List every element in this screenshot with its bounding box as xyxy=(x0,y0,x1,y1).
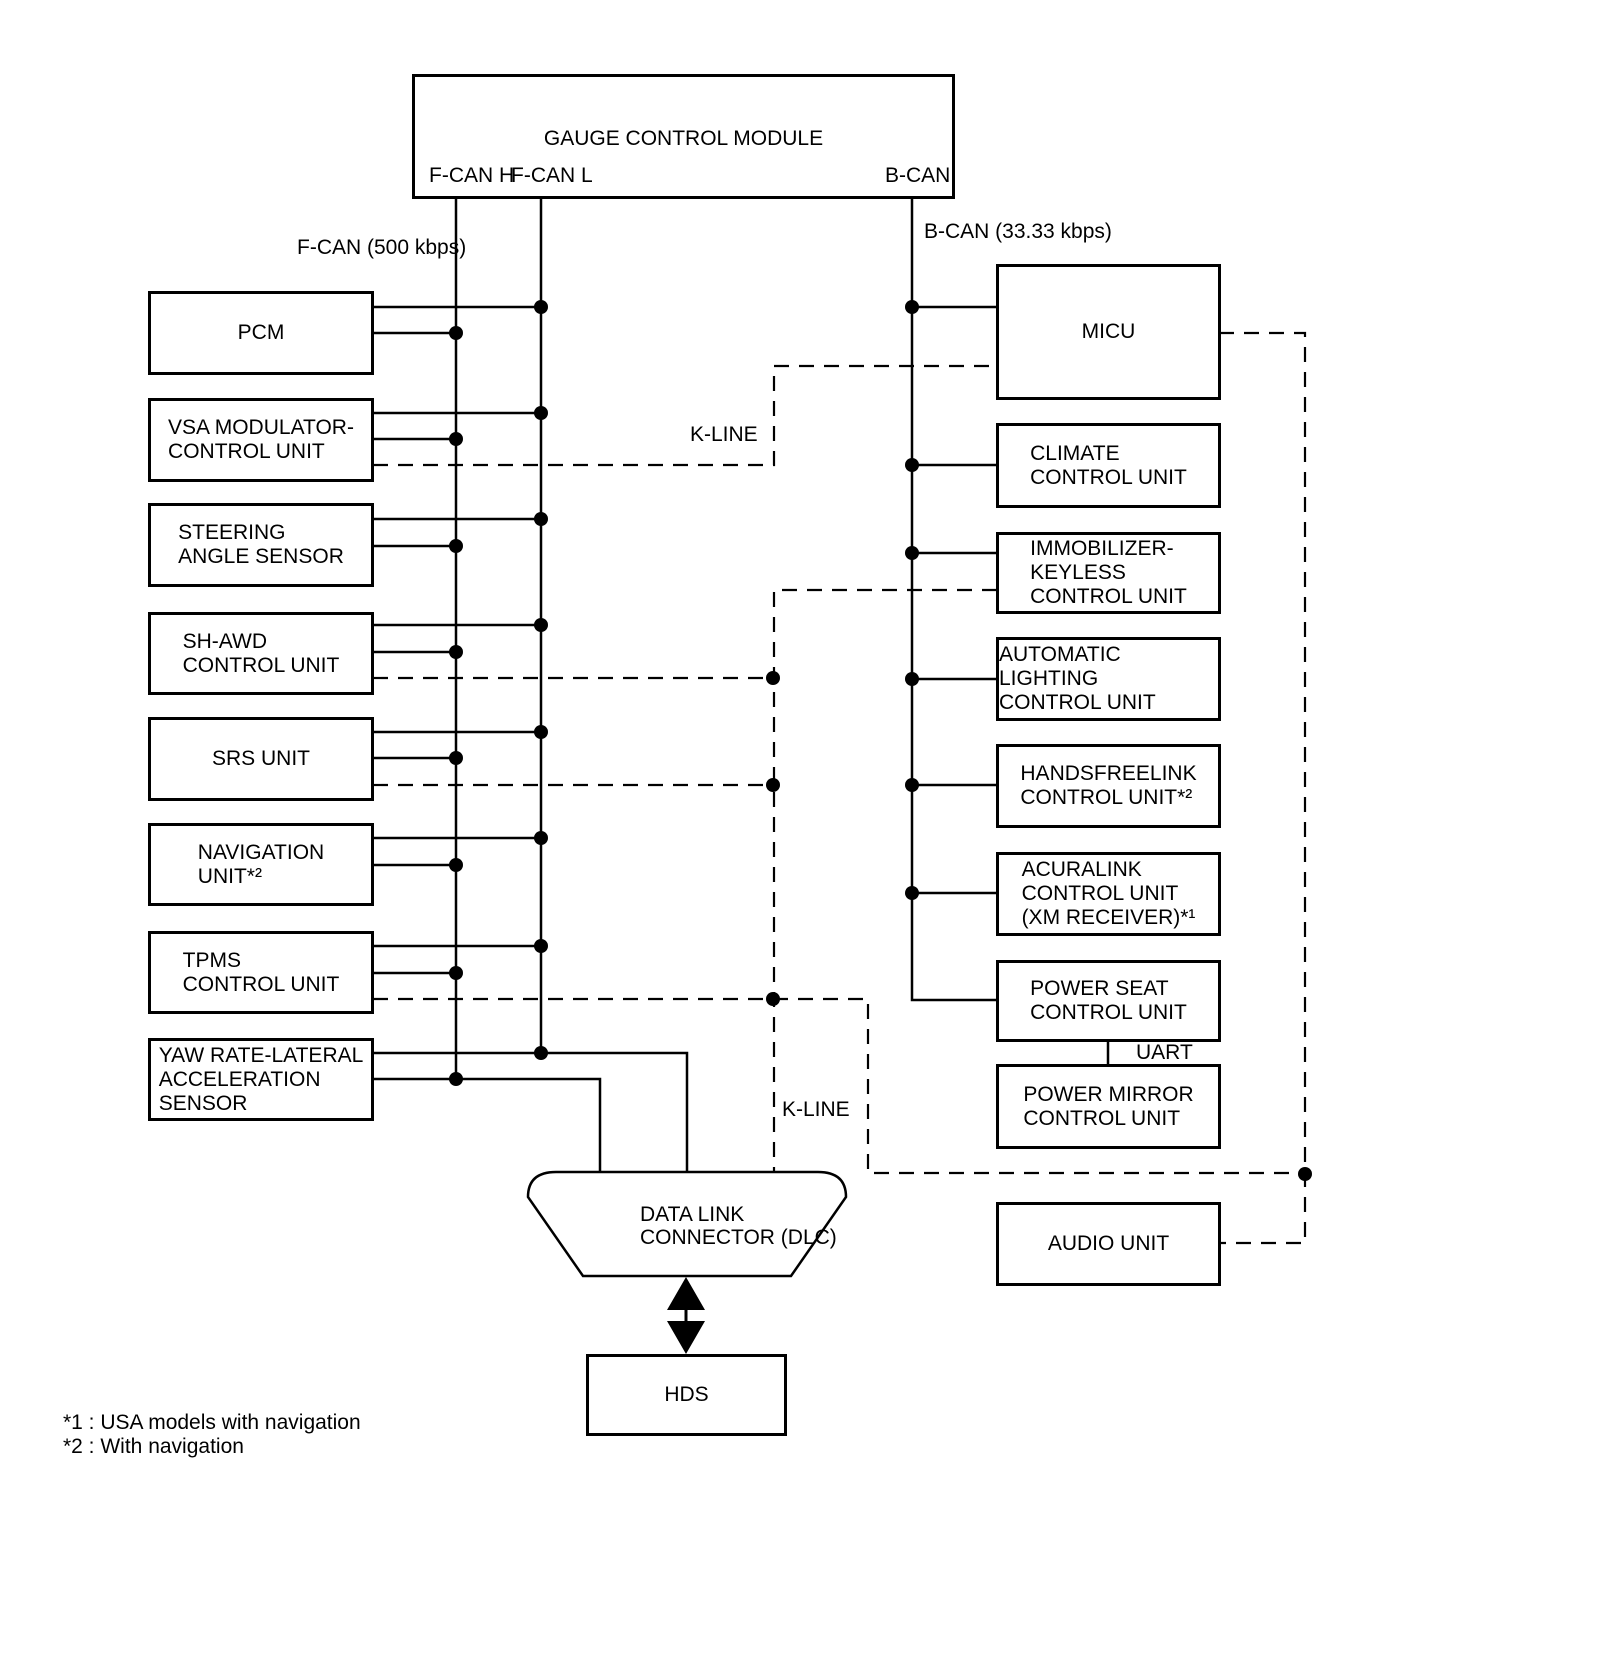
yaw-fcanl-dlc-wire xyxy=(373,1051,689,1172)
node-tpms-control-unit: TPMS CONTROL UNIT xyxy=(148,931,374,1014)
node-audio-unit: AUDIO UNIT xyxy=(996,1202,1221,1286)
node-label: SRS UNIT xyxy=(211,747,310,770)
node-handsfreelink-control-unit: HANDSFREELINK CONTROL UNIT*² xyxy=(996,744,1221,828)
node-power-seat-control-unit: POWER SEAT CONTROL UNIT xyxy=(996,960,1221,1042)
node-steering-angle-sensor: STEERING ANGLE SENSOR xyxy=(148,503,374,587)
node-yaw-rate-lateral-acceleration-sensor: YAW RATE-LATERAL ACCELERATION SENSOR xyxy=(148,1038,374,1121)
node-hds: HDS xyxy=(586,1354,787,1436)
node-label: PCM xyxy=(237,321,285,344)
node-label: AUDIO UNIT xyxy=(1047,1232,1170,1255)
fcan-bus-label: F-CAN (500 kbps) xyxy=(297,236,467,259)
bcan-bus-label: B-CAN (33.33 kbps) xyxy=(924,220,1112,243)
node-label: CLIMATE CONTROL UNIT xyxy=(1030,441,1187,489)
kline-micu-audio-wire xyxy=(1219,331,1307,1245)
footnote-2: *2 : With navigation xyxy=(63,1435,244,1458)
arrowhead-up xyxy=(667,1277,705,1310)
node-label: HDS xyxy=(664,1383,709,1406)
node-acuralink-control-unit: ACURALINK CONTROL UNIT (XM RECEIVER)*¹ xyxy=(996,852,1221,936)
node-label: POWER MIRROR CONTROL UNIT xyxy=(1023,1082,1194,1130)
kline-immobilizer-dlc-wire xyxy=(772,588,997,1172)
node-immobilizer-keyless-control-unit: IMMOBILIZER- KEYLESS CONTROL UNIT xyxy=(996,532,1221,614)
right-node-connectors xyxy=(912,305,1110,1065)
bcan-bus-line xyxy=(910,199,997,1002)
dlc-connector-label: DATA LINK CONNECTOR (DLC) xyxy=(640,1203,837,1249)
port-label-fcan-l: F-CAN L xyxy=(511,164,593,187)
uart-label: UART xyxy=(1136,1041,1193,1064)
node-label: YAW RATE-LATERAL ACCELERATION SENSOR xyxy=(158,1043,364,1115)
node-label: NAVIGATION UNIT*² xyxy=(197,840,325,888)
node-automatic-lighting-control-unit: AUTOMATIC LIGHTING CONTROL UNIT xyxy=(996,637,1221,721)
port-label-bcan: B-CAN xyxy=(885,164,951,187)
node-vsa-modulator-control-unit: VSA MODULATOR- CONTROL UNIT xyxy=(148,398,374,482)
kline-vsa-micu-wire xyxy=(373,364,997,467)
node-label: SH-AWD CONTROL UNIT xyxy=(182,629,340,677)
node-climate-control-unit: CLIMATE CONTROL UNIT xyxy=(996,423,1221,508)
node-label: MICU xyxy=(1081,320,1136,343)
left-node-connectors xyxy=(373,305,689,1172)
dlc-connector-shape xyxy=(526,1170,848,1278)
yaw-fcanh-dlc-wire xyxy=(373,1077,602,1172)
kline-dashed-wires xyxy=(373,331,1307,1245)
node-gauge-control-module: GAUGE CONTROL MODULE F-CAN H F-CAN L B-C… xyxy=(412,74,955,199)
node-navigation-unit: NAVIGATION UNIT*² xyxy=(148,823,374,906)
node-sh-awd-control-unit: SH-AWD CONTROL UNIT xyxy=(148,612,374,695)
node-label: STEERING ANGLE SENSOR xyxy=(178,521,344,568)
arrowhead-down xyxy=(667,1321,705,1354)
node-srs-unit: SRS UNIT xyxy=(148,717,374,801)
junction-dots xyxy=(449,300,1312,1181)
node-power-mirror-control-unit: POWER MIRROR CONTROL UNIT xyxy=(996,1064,1221,1149)
node-label: ACURALINK CONTROL UNIT (XM RECEIVER)*¹ xyxy=(1021,858,1196,929)
kline-tpms-wire xyxy=(373,997,1305,1175)
node-label: TPMS CONTROL UNIT xyxy=(182,948,340,996)
dlc-hds-arrow xyxy=(667,1277,705,1354)
gauge-control-module-title: GAUGE CONTROL MODULE xyxy=(543,127,824,150)
node-label: AUTOMATIC LIGHTING CONTROL UNIT xyxy=(999,643,1156,714)
node-label: VSA MODULATOR- CONTROL UNIT xyxy=(168,416,354,463)
kline-lower-label: K-LINE xyxy=(782,1098,850,1121)
node-label: IMMOBILIZER- KEYLESS CONTROL UNIT xyxy=(1030,537,1187,608)
kline-upper-label: K-LINE xyxy=(690,423,758,446)
port-label-fcan-h: F-CAN H xyxy=(429,164,515,187)
footnote-1: *1 : USA models with navigation xyxy=(63,1411,361,1434)
node-label: HANDSFREELINK CONTROL UNIT*² xyxy=(1020,762,1197,809)
node-micu: MICU xyxy=(996,264,1221,400)
node-label: POWER SEAT CONTROL UNIT xyxy=(1030,977,1187,1024)
node-pcm: PCM xyxy=(148,291,374,375)
